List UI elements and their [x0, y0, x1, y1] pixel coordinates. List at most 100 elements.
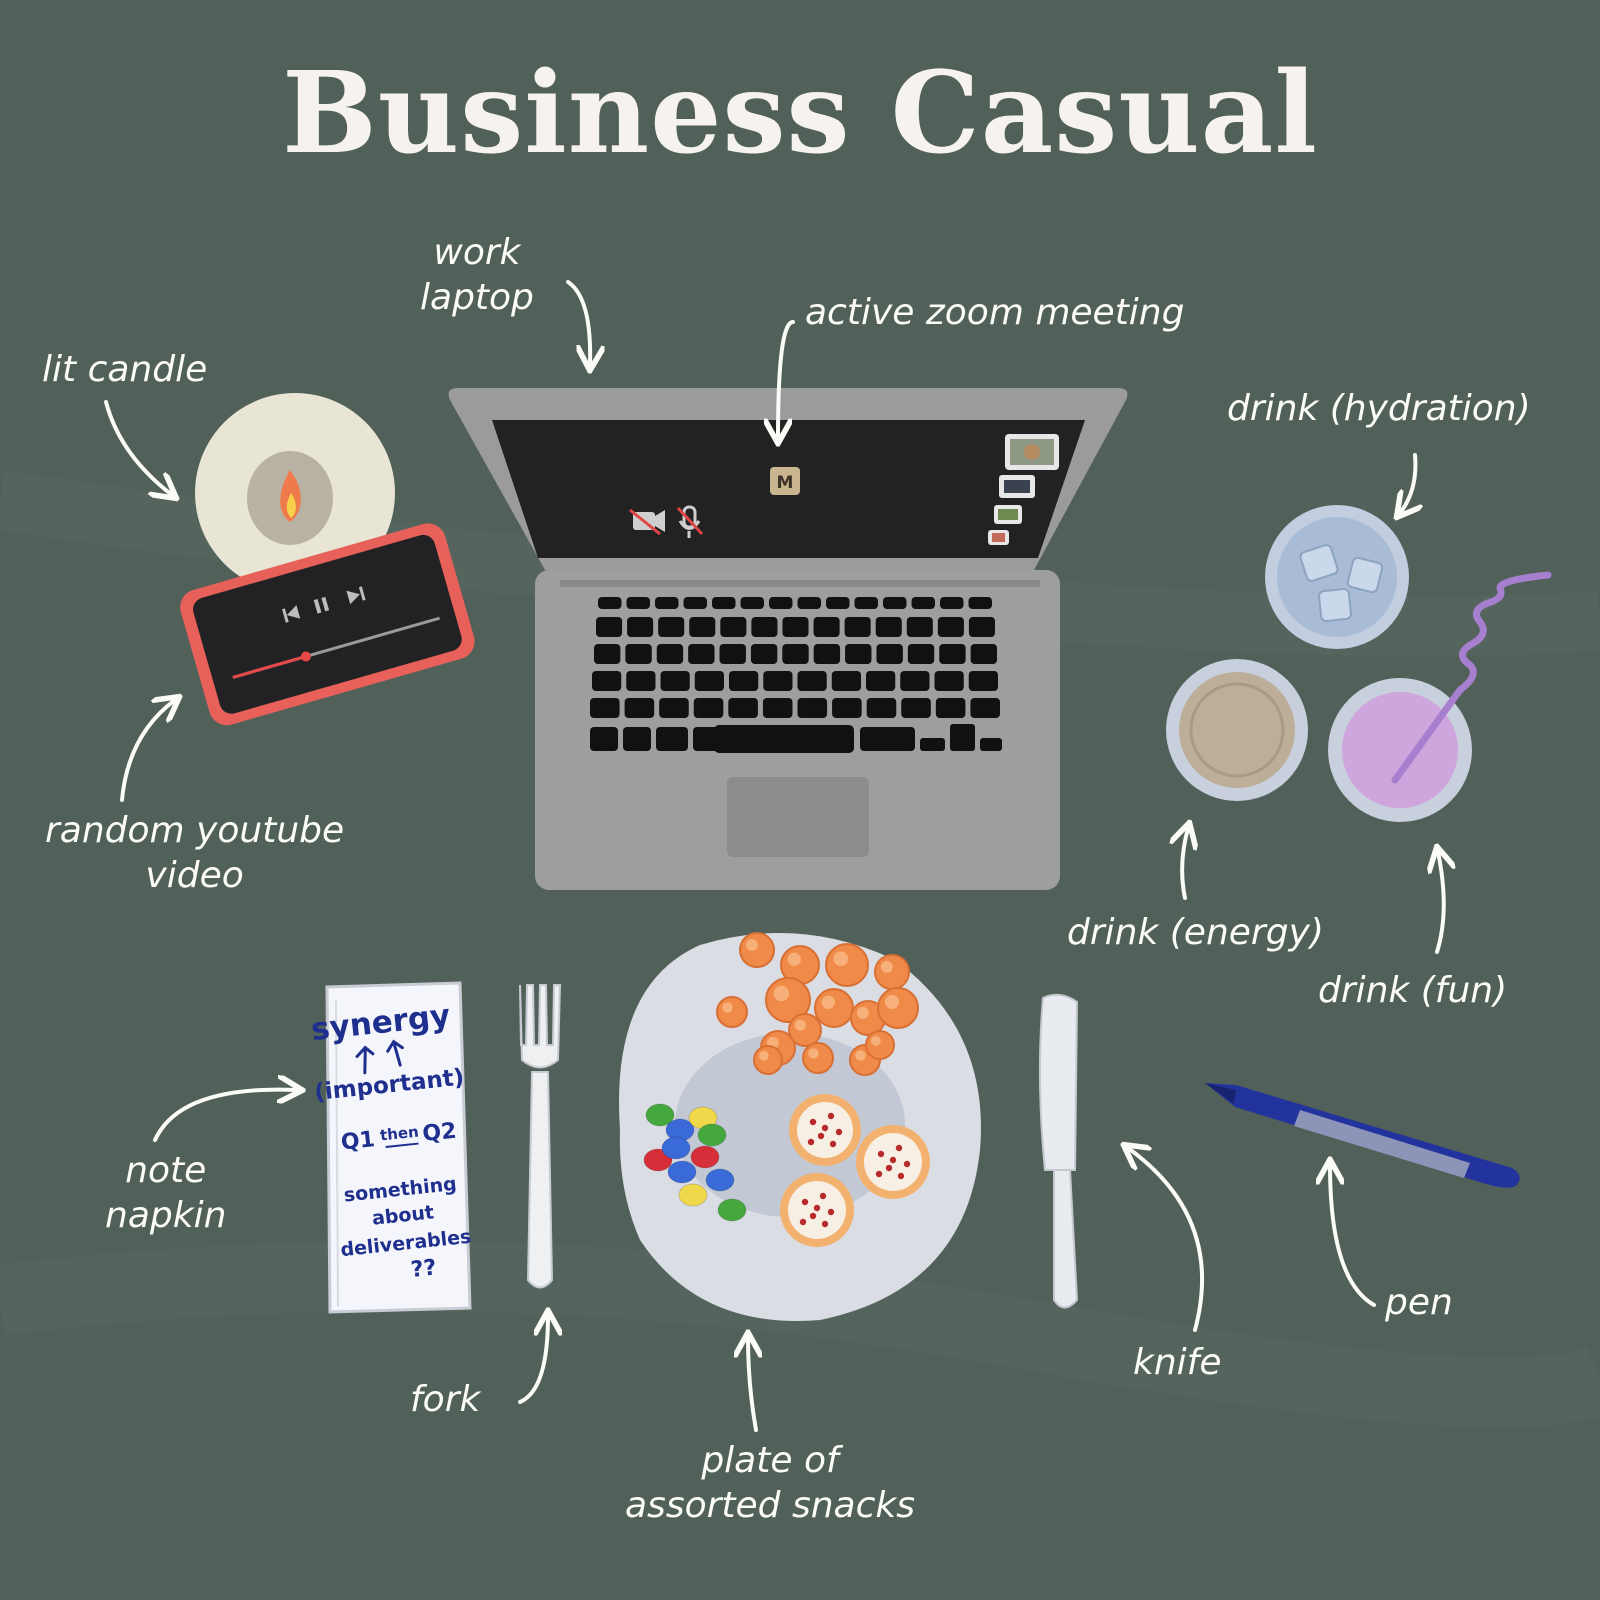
- keyboard-key: [655, 597, 679, 609]
- keyboard-key: [782, 617, 809, 637]
- keyboard-key: [970, 698, 1000, 718]
- arrow-youtube: [120, 700, 175, 802]
- keyboard-key: [658, 617, 685, 637]
- note-napkin: [325, 981, 472, 1314]
- snack-highlight: [787, 952, 801, 966]
- candy: [717, 1198, 747, 1222]
- snack-highlight: [870, 1035, 881, 1046]
- keyboard-key: [689, 617, 716, 637]
- keyboard-key: [729, 671, 759, 691]
- pepperoni: [817, 1132, 825, 1140]
- keyboard-key: [626, 597, 650, 609]
- arrow-plate: [748, 1338, 756, 1432]
- snack-highlight: [722, 1002, 733, 1013]
- candy: [667, 1160, 697, 1184]
- keyboard-key: [720, 617, 747, 637]
- keyboard-key: [719, 644, 746, 664]
- microphone-off-icon: [676, 505, 704, 538]
- keyboard-key: [845, 644, 872, 664]
- arrow-drink-hydration: [1400, 453, 1415, 513]
- pepperoni: [821, 1220, 829, 1228]
- arrow-lit-candle: [104, 400, 172, 495]
- snack-highlight: [745, 938, 758, 951]
- pepperoni: [897, 1172, 905, 1180]
- keyboard-key: [906, 617, 933, 637]
- annotation-arrows: [104, 280, 1444, 1432]
- arrow-fork: [518, 1316, 548, 1404]
- keyboard-key: [832, 698, 862, 718]
- keyboard-key: [625, 644, 652, 664]
- keyboard-key: [694, 671, 724, 691]
- keyboard-key: [860, 727, 915, 751]
- napkin-text-q1: Q1: [340, 1127, 376, 1155]
- napkin-text-question-marks: ??: [410, 1255, 438, 1283]
- keyboard-key: [831, 671, 861, 691]
- keyboard-key: [935, 698, 966, 718]
- keyboard-key: [813, 617, 840, 637]
- keyboard-key: [968, 671, 998, 691]
- knife: [1038, 993, 1079, 1309]
- keyboard-key: [740, 597, 764, 609]
- arrow-drink-fun: [1437, 852, 1444, 954]
- keyboard-key: [797, 597, 821, 609]
- keyboard-key: [659, 698, 689, 718]
- pepperoni: [835, 1128, 843, 1136]
- candy: [645, 1103, 675, 1127]
- keyboard-key: [883, 597, 907, 609]
- keyboard-key: [592, 671, 622, 691]
- keyboard-key: [660, 671, 690, 691]
- keyboard-key: [769, 597, 793, 609]
- keyboard-key: [854, 597, 878, 609]
- pause-icon: [313, 599, 322, 614]
- keyboard-key: [590, 698, 620, 718]
- napkin-text-about: about: [371, 1201, 435, 1229]
- label-plate-line2: assorted snacks: [625, 1485, 915, 1526]
- youtube-player: [180, 523, 475, 726]
- keyboard-key: [693, 698, 724, 718]
- keyboard-key: [937, 617, 964, 637]
- keyboard-key: [968, 597, 992, 609]
- keyboard-key: [598, 597, 622, 609]
- fork: [519, 984, 562, 1289]
- keyboard-key: [763, 671, 793, 691]
- label-random-youtube-line1: random youtube: [45, 810, 345, 851]
- arrow-drink-energy: [1182, 828, 1188, 900]
- label-note-napkin-line1: note: [125, 1150, 207, 1191]
- label-pen: pen: [1385, 1282, 1453, 1323]
- next-icon: [346, 590, 360, 605]
- snack-highlight: [833, 951, 849, 967]
- keyboard-key: [594, 644, 621, 664]
- label-drink-hydration: drink (hydration): [1227, 388, 1531, 429]
- label-active-zoom-meeting: active zoom meeting: [805, 292, 1185, 333]
- pen: [1205, 1083, 1520, 1188]
- keyboard-key: [866, 698, 897, 718]
- napkin-text-important: (important): [313, 1065, 465, 1107]
- keyboard-key: [590, 727, 618, 751]
- pepperoni: [801, 1198, 809, 1206]
- candy-pile: [643, 1103, 747, 1222]
- label-knife: knife: [1133, 1342, 1222, 1383]
- laptop: M: [448, 388, 1128, 890]
- snack-highlight: [885, 995, 899, 1009]
- keyboard-key: [876, 644, 903, 664]
- snack-highlight: [758, 1050, 769, 1061]
- keyboard-key: [762, 698, 793, 718]
- label-work-laptop: work laptop: [420, 230, 534, 320]
- drink-energy: [1166, 659, 1308, 801]
- keyboard-key: [866, 671, 896, 691]
- snack-highlight: [808, 1048, 819, 1059]
- keyboard-key: [901, 698, 931, 718]
- candy: [678, 1183, 708, 1207]
- snack-highlight: [880, 960, 893, 973]
- pepperoni: [875, 1170, 883, 1178]
- keyboard-key: [596, 617, 623, 637]
- keyboard-key: [782, 644, 809, 664]
- keyboard-key: [750, 644, 778, 664]
- keyboard-key: [728, 698, 758, 718]
- keyboard-key: [797, 698, 828, 718]
- candy: [661, 1136, 691, 1160]
- pepperoni: [827, 1208, 835, 1216]
- arrow-note-napkin: [153, 1090, 297, 1142]
